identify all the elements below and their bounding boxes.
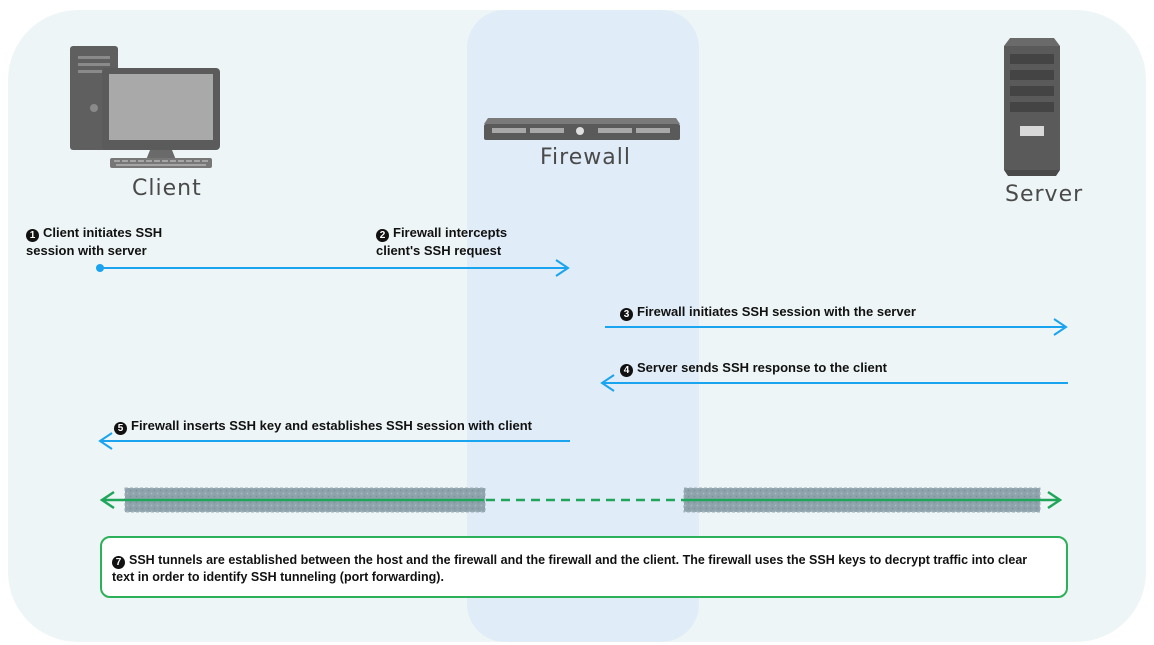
step-5-label: Firewall inserts SSH key and establishes… <box>131 418 532 433</box>
step1-arrow <box>96 259 570 277</box>
firewall-appliance-icon <box>484 118 680 140</box>
tunnel-right-arrowhead <box>1047 490 1063 510</box>
firewall-label: Firewall <box>540 145 631 170</box>
step-5-text: 5 Firewall inserts SSH key and establishe… <box>114 417 532 435</box>
step-1-number-badge: 1 <box>26 229 39 242</box>
step-4-label: Server sends SSH response to the client <box>637 360 887 375</box>
step-7-number-badge: 7 <box>112 556 125 569</box>
tunnel-left-arrowhead <box>99 490 115 510</box>
step-3-text: 3 Firewall initiates SSH session with the… <box>620 303 916 321</box>
step-3-number-badge: 3 <box>620 308 633 321</box>
step5-arrow <box>98 432 570 450</box>
step-2-line2: client's SSH request <box>376 243 502 258</box>
server-tower-icon <box>1004 38 1060 176</box>
step-3-label: Firewall initiates SSH session with the … <box>637 304 916 319</box>
step-5-number-badge: 5 <box>114 422 127 435</box>
step3-arrow <box>605 318 1068 336</box>
tunnel-explanation-label: SSH tunnels are established between the … <box>112 553 1028 584</box>
step-2-number-badge: 2 <box>376 229 389 242</box>
ssh-tunnels <box>99 487 1063 513</box>
step-1-line2: session with server <box>26 243 147 258</box>
step-2-text: 2 Firewall intercepts client's SSH reques… <box>376 224 507 260</box>
client-label: Client <box>132 176 202 201</box>
server-label: Server <box>1005 182 1084 207</box>
client-computer-icon <box>70 46 220 168</box>
step-2-line1: Firewall intercepts <box>393 225 508 240</box>
step-1-text: 1 Client initiates SSH session with serve… <box>26 224 162 260</box>
step-4-number-badge: 4 <box>620 364 633 377</box>
step-4-text: 4 Server sends SSH response to the client <box>620 359 887 377</box>
step4-arrow <box>600 374 1068 392</box>
step-1-line1: Client initiates SSH <box>43 225 163 240</box>
